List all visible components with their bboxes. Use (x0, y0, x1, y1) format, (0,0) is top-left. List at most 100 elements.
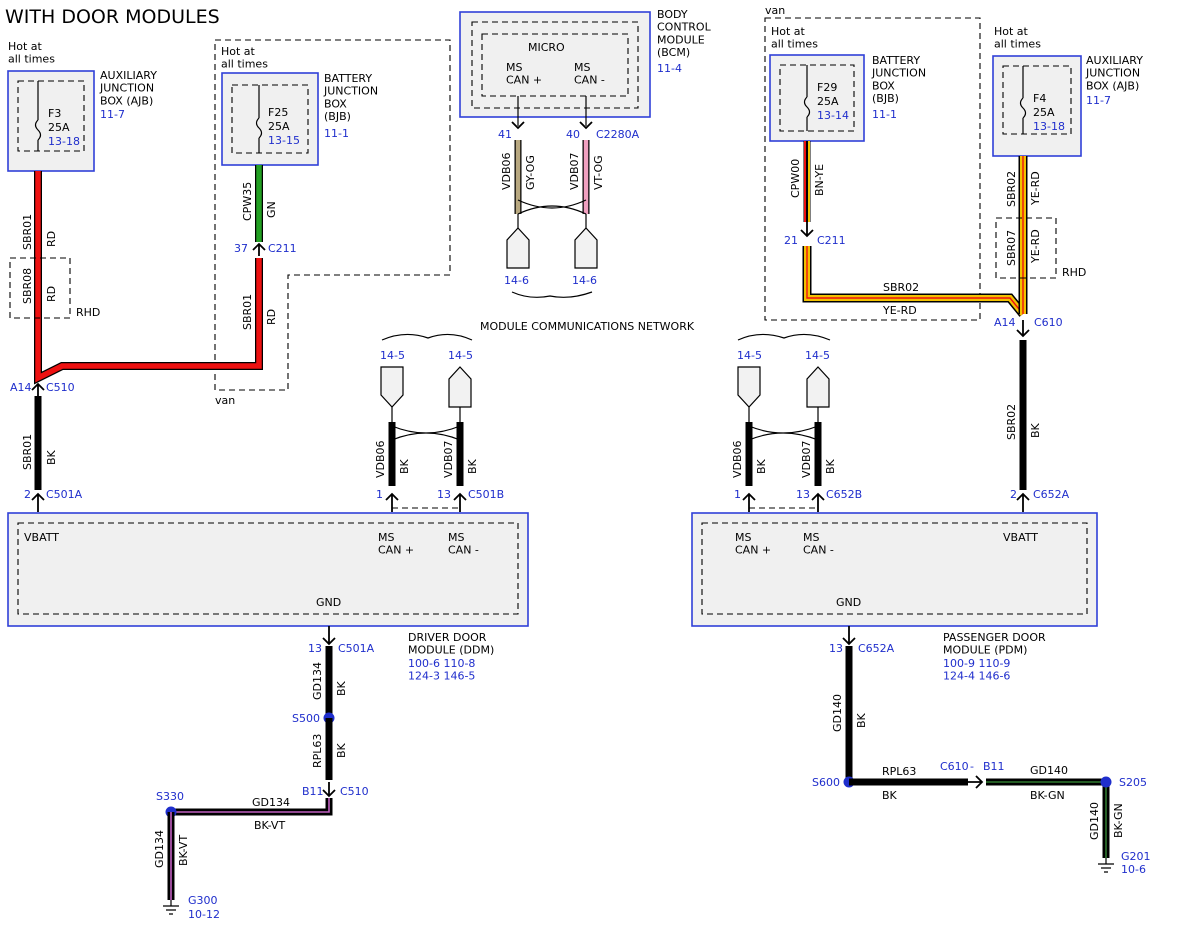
connector-c501b: C501B (468, 488, 504, 501)
wire-sbr01-red (34, 171, 263, 385)
ref-14-5-ddm-b: 14-5 (448, 349, 473, 362)
bk-vt-label-1: BK-VT (254, 819, 285, 832)
pin-1-pdm: 1 (734, 488, 741, 501)
bk-label-rpl63-ddm: BK (335, 742, 348, 758)
ground-icon (1098, 858, 1114, 873)
bjb-right-amps: 25A (817, 95, 839, 108)
c652a-gnd-connector-icon (842, 626, 856, 646)
rd-label-3: RD (265, 309, 278, 325)
ajb-right-amps: 25A (1033, 106, 1055, 119)
pin-13-pdm-b: 13 (796, 488, 810, 501)
bk-label-pdm-a: BK (755, 458, 768, 474)
c610-connector-icon (1016, 320, 1030, 338)
pin-2-ddm: 2 (24, 488, 31, 501)
wire-sbr02-ye-rd (802, 156, 1028, 317)
pin-2-pdm: 2 (1010, 488, 1017, 501)
bk-label-gd140: BK (855, 712, 868, 728)
rd-label-1: RD (45, 231, 58, 247)
ref-14-5-pdm-b: 14-5 (805, 349, 830, 362)
connector-c211-right: C211 (817, 234, 846, 247)
twisted-pair-icon (748, 425, 819, 441)
bk-gn-label-2: BK-GN (1112, 803, 1125, 838)
fuse-icon (255, 117, 263, 139)
bjb-left-fuse: F25 (268, 106, 288, 119)
c652b-connector-icon-1 (742, 492, 756, 512)
ajb-left-ref: 11-7 (100, 108, 125, 121)
c501b-connector-icon-1 (385, 492, 399, 512)
continuation-arrow-icon (506, 227, 530, 269)
ground-icon (163, 900, 179, 915)
pin-37: 37 (234, 242, 248, 255)
ddm-gnd: GND (316, 596, 341, 609)
c510-connector-icon-gnd (322, 782, 336, 798)
pin-13-pdm-gnd: 13 (829, 642, 843, 655)
van-region-right (764, 17, 981, 321)
pin-1-ddm: 1 (376, 488, 383, 501)
ajb-right-fuse: F4 (1033, 92, 1046, 105)
bk-vt-label-2: BK-VT (177, 835, 190, 866)
ref-14-5-ddm-a: 14-5 (380, 349, 405, 362)
sbr07-label: SBR07 (1005, 230, 1018, 266)
bcm-micro: MICRO (528, 41, 565, 54)
vdb06-label-pdm: VDB06 (731, 440, 744, 478)
ground-g201-ref: 10-6 (1121, 863, 1146, 876)
pin-dash: - (970, 760, 974, 773)
gn-label: GN (265, 201, 278, 218)
c211-connector-icon-right (800, 222, 814, 238)
fuse-icon (803, 96, 811, 118)
rhd-box-left (9, 257, 71, 319)
pin-13-ddm-gnd: 13 (308, 642, 322, 655)
bn-ye-label: BN-YE (813, 164, 826, 196)
connector-c211-left: C211 (268, 242, 297, 255)
network-label: MODULE COMMUNICATIONS NETWORK (480, 320, 695, 333)
gy-og-label: GY-OG (524, 155, 537, 190)
gd140-label-2: GD140 (1030, 764, 1068, 777)
vdb07-label-bcm: VDB07 (568, 152, 581, 190)
c501a-gnd-connector-icon (322, 626, 336, 646)
pin-a14-left: A14 (10, 381, 32, 394)
ye-rd-label-3: YE-RD (1029, 229, 1042, 264)
rpl63-label-2: RPL63 (882, 765, 916, 778)
splice-s330: S330 (156, 790, 184, 803)
c2280a-connector-icon-2 (579, 121, 593, 130)
ajb-right-fuse-ref: 13-18 (1033, 120, 1065, 133)
bk-label-1: BK (45, 449, 58, 465)
vdb06-label-bcm: VDB06 (500, 152, 513, 190)
connector-c610-right: C610 (1034, 316, 1063, 329)
ye-rd-label-1: YE-RD (882, 304, 917, 317)
continuation-arrow-icon (574, 227, 598, 269)
connector-c501a-gnd: C501A (338, 642, 375, 655)
pin-21: 21 (784, 234, 798, 247)
sbr02-label-1: SBR02 (883, 281, 919, 294)
continuation-arrow-icon (448, 366, 472, 408)
pin-b11-pdm: B11 (983, 760, 1005, 773)
bjb-left-fuse-ref: 13-15 (268, 134, 300, 147)
ref-14-6-a: 14-6 (504, 274, 529, 287)
page-title: WITH DOOR MODULES (5, 6, 220, 28)
ref-14-6-b: 14-6 (572, 274, 597, 287)
pin-13-ddm-b: 13 (437, 488, 451, 501)
c610-connector-icon-gnd (968, 775, 984, 789)
pin-41: 41 (498, 128, 512, 141)
fuse-icon (34, 119, 42, 141)
c652b-connector-icon-2 (811, 492, 825, 512)
rhd-box-right (995, 217, 1057, 279)
bjb-left-amps: 25A (268, 120, 290, 133)
splice-s205-icon (1100, 776, 1112, 788)
bk-label-gd134: BK (335, 680, 348, 696)
